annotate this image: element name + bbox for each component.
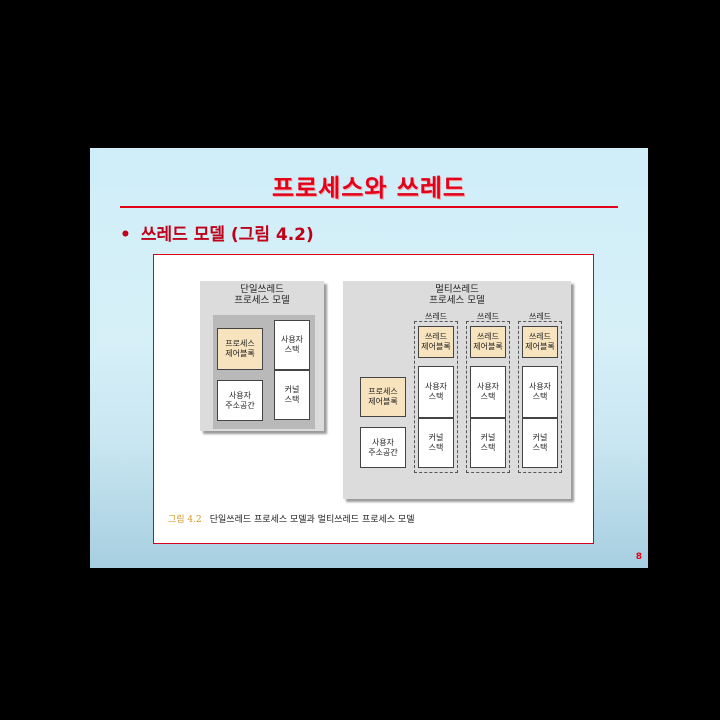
figure-caption: 그림 4.2 단일쓰레드 프로세스 모델과 멀티쓰레드 프로세스 모델 xyxy=(168,512,414,525)
thread-tcb-box: 쓰레드 제어블록 xyxy=(418,326,454,358)
thread-kernel-stack-box: 커널 스택 xyxy=(470,418,506,468)
thread-kernel-stack-box: 커널 스택 xyxy=(522,418,558,468)
thread-label: 쓰레드 xyxy=(476,312,500,321)
thread-label: 쓰레드 xyxy=(424,312,448,321)
multi-thread-title-line2: 프로세스 모델 xyxy=(429,295,485,306)
slide-title: 프로세스와 쓰레드 xyxy=(272,174,466,202)
bullet-marker: • xyxy=(120,225,131,245)
thread-label: 쓰레드 xyxy=(528,312,552,321)
thread-user-stack-box: 사용자 스택 xyxy=(522,366,558,418)
bullet-item: • 쓰레드 모델 (그림 4.2) xyxy=(120,220,314,245)
multi-pcb-box: 프로세스 제어블록 xyxy=(360,377,406,417)
title-underline xyxy=(120,206,618,208)
multi-thread-panel: 멀티쓰레드 프로세스 모델 프로세스 제어블록 사용자 주소공간 쓰레드 쓰레드… xyxy=(343,281,571,499)
multi-thread-title: 멀티쓰레드 프로세스 모델 xyxy=(343,284,571,306)
thread-tcb-box: 쓰레드 제어블록 xyxy=(522,326,558,358)
figure-frame: 단일쓰레드 프로세스 모델 프로세스 제어블록 사용자 주소공간 사용자 스택 … xyxy=(153,254,594,544)
caption-number: 그림 4.2 xyxy=(168,515,202,525)
thread-column: 쓰레드 제어블록 사용자 스택 커널 스택 xyxy=(414,321,458,473)
multi-thread-title-line1: 멀티쓰레드 xyxy=(435,284,479,295)
thread-tcb-box: 쓰레드 제어블록 xyxy=(470,326,506,358)
thread-kernel-stack-box: 커널 스택 xyxy=(418,418,454,468)
slide: 프로세스와 쓰레드 • 쓰레드 모델 (그림 4.2) 단일쓰레드 프로세스 모델… xyxy=(90,148,648,568)
single-kernel-stack-box: 커널 스택 xyxy=(274,370,310,420)
single-thread-title: 단일쓰레드 프로세스 모델 xyxy=(200,284,324,306)
caption-text: 단일쓰레드 프로세스 모델과 멀티쓰레드 프로세스 모델 xyxy=(209,515,415,525)
page-number: 8 xyxy=(635,552,642,562)
single-thread-title-line2: 프로세스 모델 xyxy=(234,295,290,306)
thread-user-stack-box: 사용자 스택 xyxy=(470,366,506,418)
thread-user-stack-box: 사용자 스택 xyxy=(418,366,454,418)
single-thread-title-line1: 단일쓰레드 xyxy=(240,284,284,295)
single-thread-panel: 단일쓰레드 프로세스 모델 프로세스 제어블록 사용자 주소공간 사용자 스택 … xyxy=(200,281,324,431)
single-thread-inner: 프로세스 제어블록 사용자 주소공간 사용자 스택 커널 스택 xyxy=(213,315,315,429)
thread-column: 쓰레드 제어블록 사용자 스택 커널 스택 xyxy=(518,321,562,473)
bullet-text: 쓰레드 모델 (그림 4.2) xyxy=(140,225,314,245)
single-pcb-box: 프로세스 제어블록 xyxy=(217,328,263,370)
single-user-address-box: 사용자 주소공간 xyxy=(217,380,263,421)
thread-column: 쓰레드 제어블록 사용자 스택 커널 스택 xyxy=(466,321,510,473)
multi-user-address-box: 사용자 주소공간 xyxy=(360,427,406,468)
single-user-stack-box: 사용자 스택 xyxy=(274,320,310,370)
